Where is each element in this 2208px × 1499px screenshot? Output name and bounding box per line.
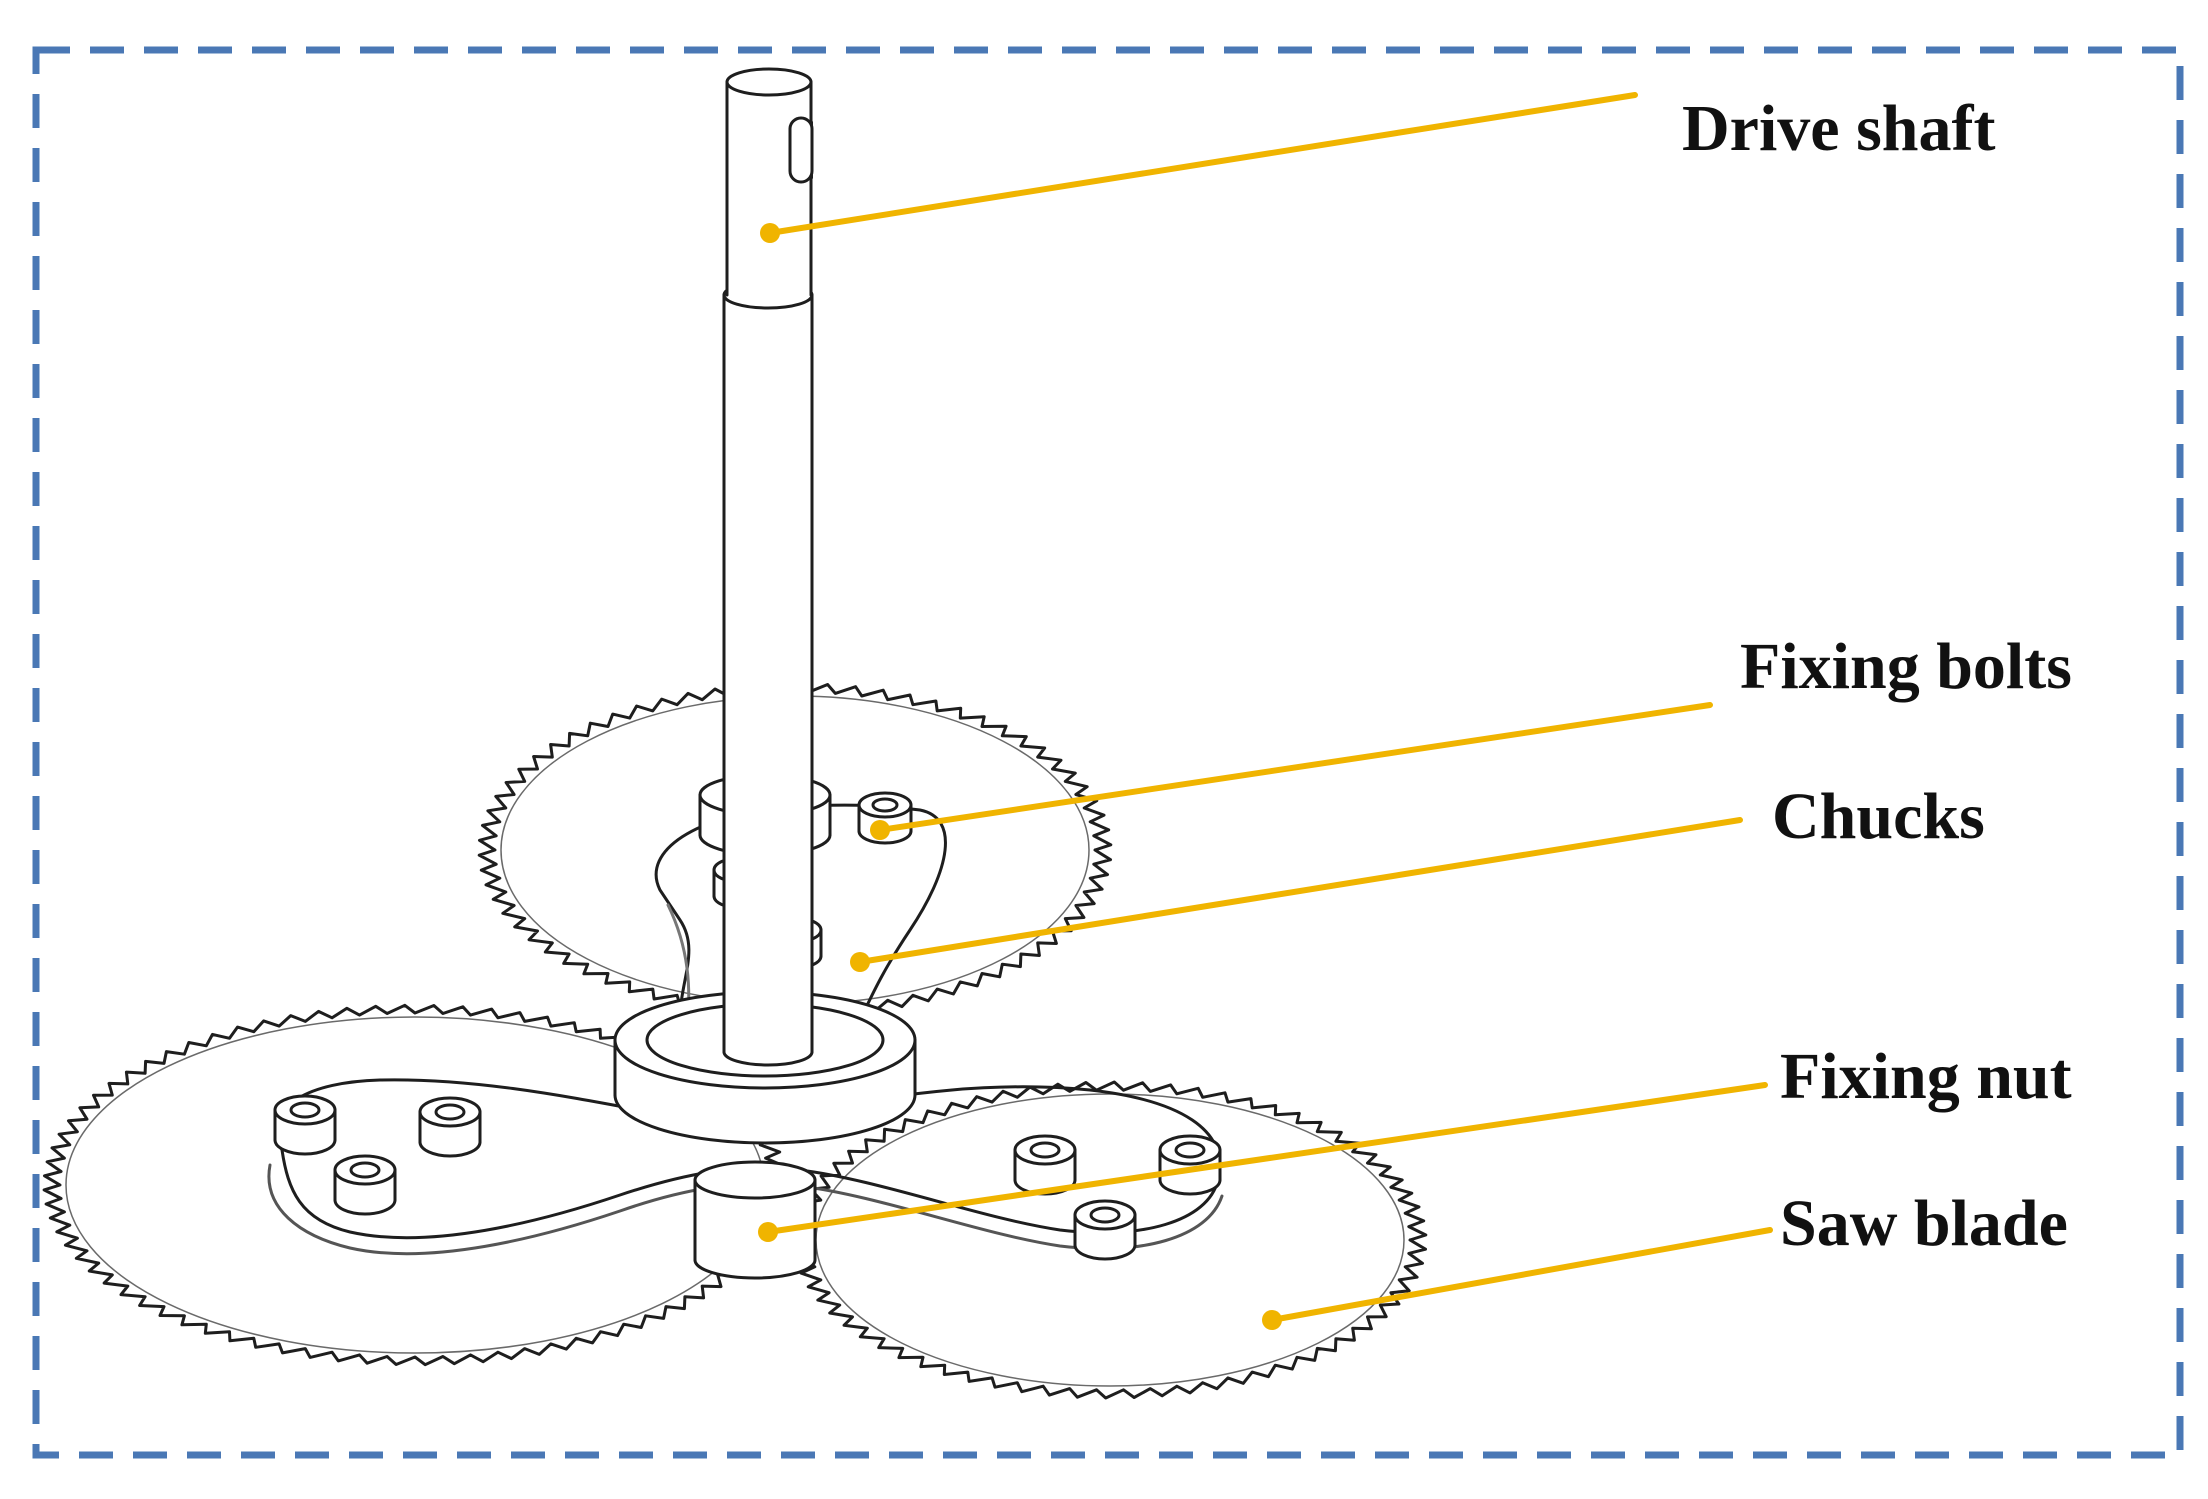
dot-drive-shaft [760, 223, 780, 243]
label-chucks: Chucks [1772, 780, 1985, 853]
leader-saw-blade [1269, 1227, 1773, 1323]
fixing-nut-part [693, 1160, 817, 1280]
blade-back-teeth [477, 682, 1113, 1018]
leader-lines [765, 92, 1773, 1323]
label-drive-shaft: Drive shaft [1682, 92, 1995, 165]
leader-fixing-nut [765, 1082, 1768, 1235]
dot-fixing-nut [758, 1222, 778, 1242]
leader-chucks [857, 817, 1743, 965]
bolt-lower-1 [273, 1094, 337, 1156]
drive-shaft-part [722, 67, 814, 1067]
fixing-bolts-lower [273, 1094, 1222, 1261]
bolt-lower-2 [418, 1096, 482, 1158]
dot-chucks [850, 952, 870, 972]
label-fixing-bolts: Fixing bolts [1740, 630, 2072, 703]
leader-dots [758, 223, 1282, 1330]
dashed-frame [32, 46, 2184, 1459]
bolt-lower-6 [1073, 1199, 1137, 1261]
label-fixing-nut: Fixing nut [1780, 1040, 2072, 1113]
leader-drive-shaft [767, 92, 1638, 236]
saw-assembly [42, 67, 1428, 1400]
dot-fixing-bolts [870, 820, 890, 840]
leader-fixing-bolts [877, 702, 1713, 833]
label-saw-blade: Saw blade [1780, 1187, 2068, 1260]
bolt-lower-4 [1013, 1134, 1077, 1196]
dot-saw-blade [1262, 1310, 1282, 1330]
bolt-lower-3 [333, 1154, 397, 1216]
